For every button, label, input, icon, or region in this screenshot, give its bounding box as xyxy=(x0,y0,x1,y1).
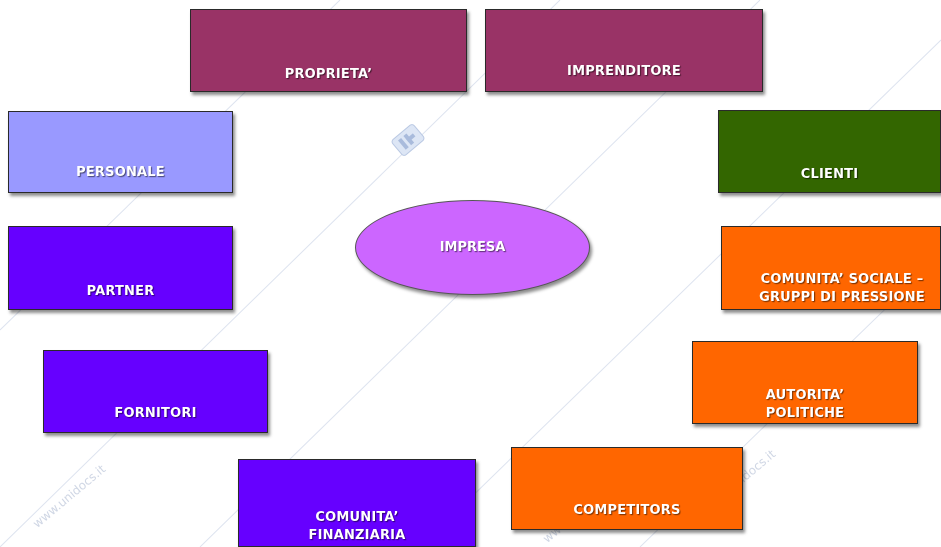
node-imprenditore: IMPRENDITORE xyxy=(485,9,763,92)
node-comunita-finanziaria: COMUNITA’ FINANZIARIA xyxy=(238,459,476,547)
center-label: IMPRESA xyxy=(439,240,506,255)
node-competitors: COMPETITORS xyxy=(511,447,743,530)
node-label-line-1: COMUNITA’ xyxy=(315,510,399,525)
node-proprieta: PROPRIETA’ xyxy=(190,9,467,92)
node-label: COMPETITORS xyxy=(573,503,681,518)
node-label-line-2: GRUPPI DI PRESSIONE xyxy=(759,290,925,305)
node-label: PARTNER xyxy=(86,284,155,299)
center-node-impresa: IMPRESA xyxy=(355,200,590,295)
node-personale: PERSONALE xyxy=(8,111,233,193)
unidocs-logo-icon xyxy=(391,124,425,156)
node-comunita-sociale: COMUNITA’ SOCIALE – GRUPPI DI PRESSIONE xyxy=(721,226,941,310)
node-label-line-1: COMUNITA’ SOCIALE – xyxy=(760,272,924,287)
node-label: PROPRIETA’ xyxy=(284,67,373,82)
node-label: FORNITORI xyxy=(114,406,197,421)
node-autorita-politiche: AUTORITA’ POLITICHE xyxy=(692,341,918,424)
node-label: PERSONALE xyxy=(76,165,165,180)
node-label: IMPRENDITORE xyxy=(567,64,681,79)
node-label-line-2: FINANZIARIA xyxy=(308,528,406,543)
node-fornitori: FORNITORI xyxy=(43,350,268,433)
node-partner: PARTNER xyxy=(8,226,233,310)
node-label: CLIENTI xyxy=(800,167,859,182)
node-clienti: CLIENTI xyxy=(718,110,941,193)
node-label-line-1: AUTORITA’ xyxy=(765,388,845,403)
node-label-line-2: POLITICHE xyxy=(765,406,845,421)
